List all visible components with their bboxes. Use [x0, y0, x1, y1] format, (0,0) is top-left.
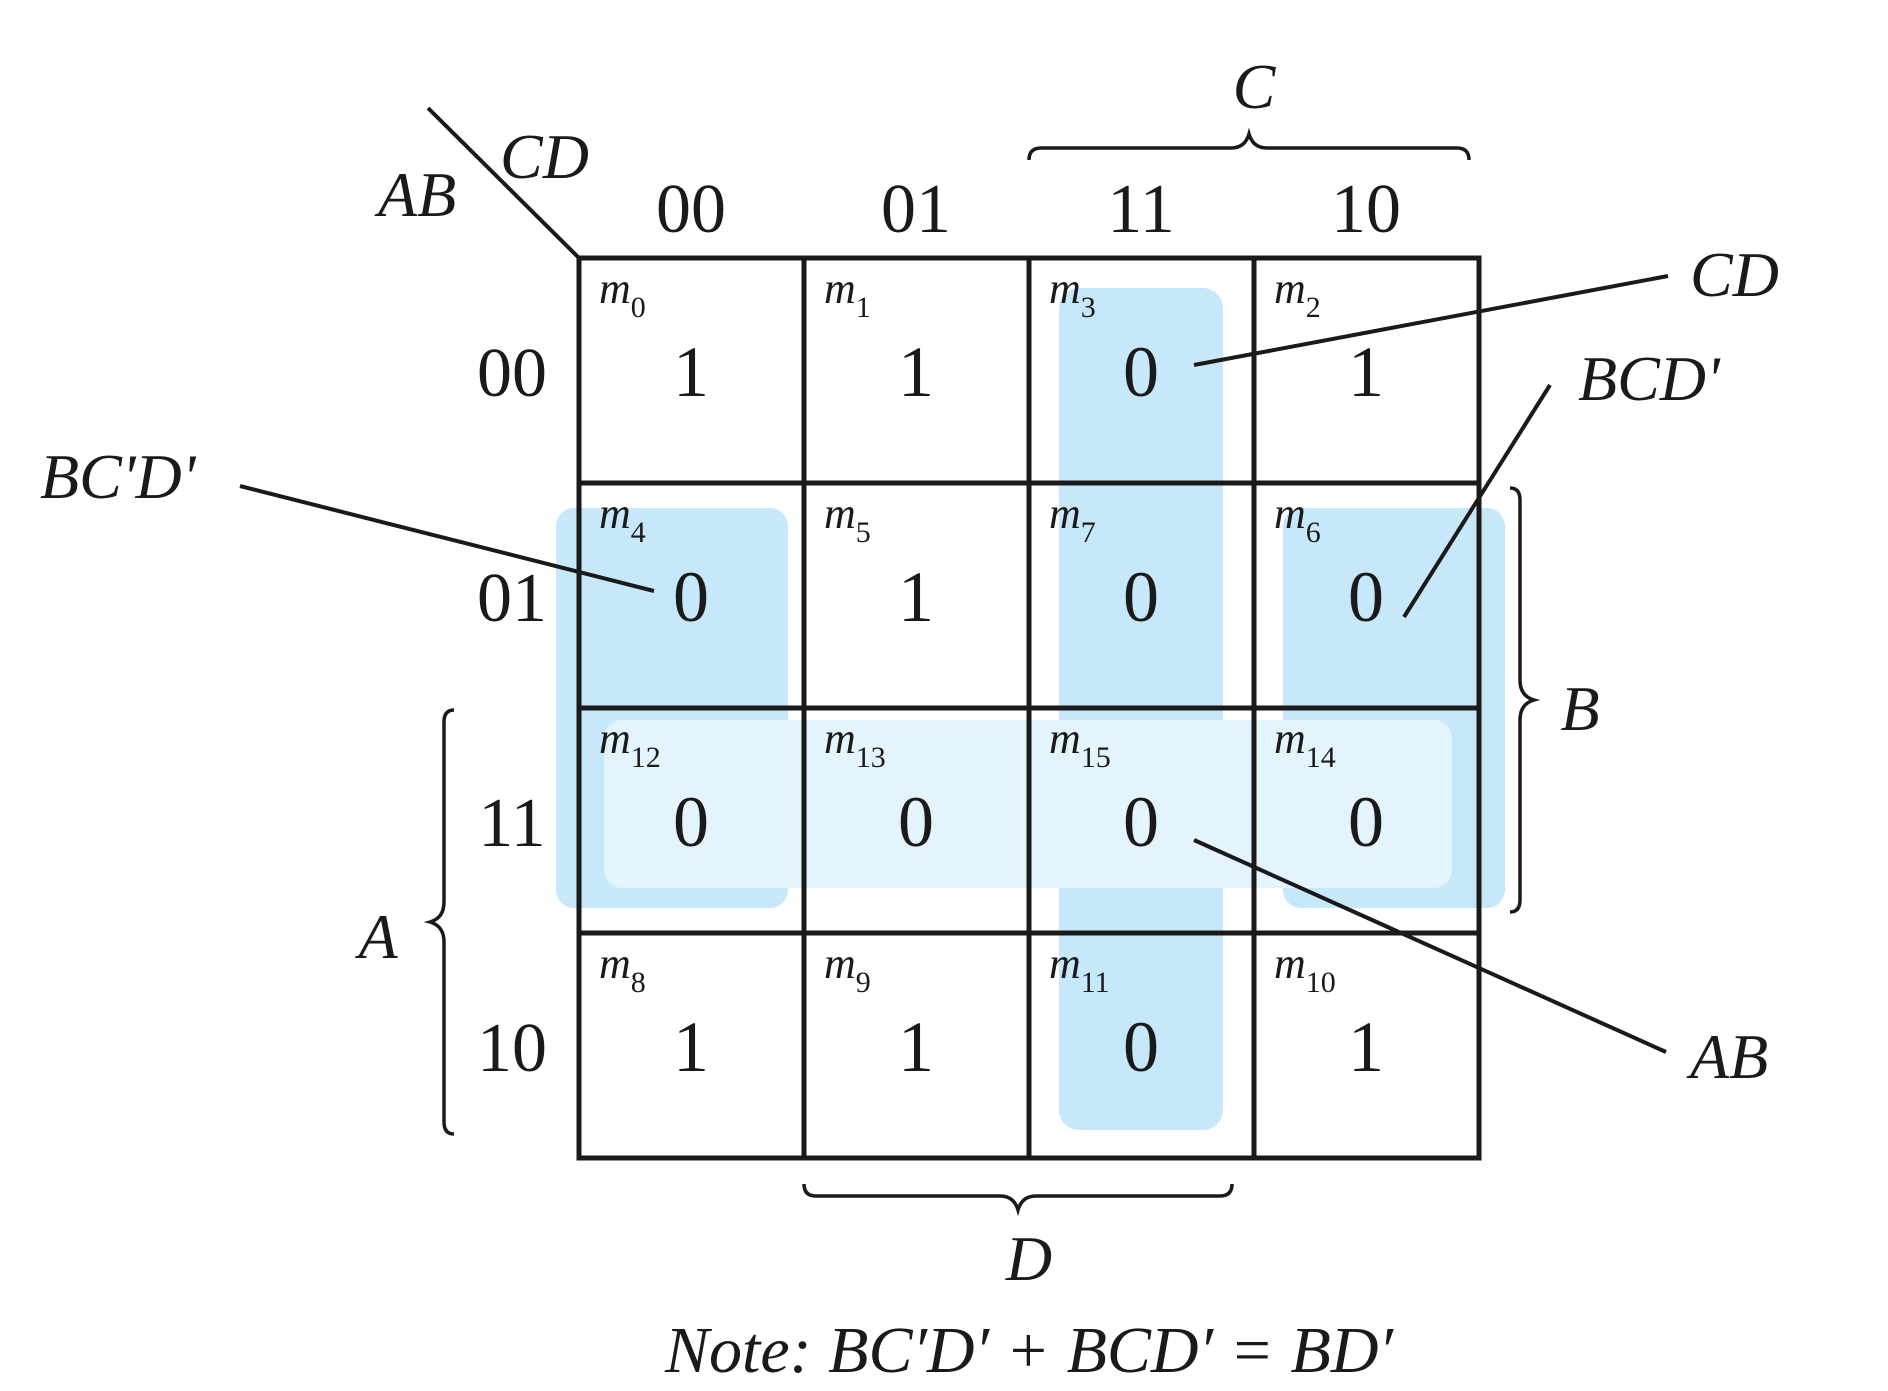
brace-label-b: B: [1560, 673, 1599, 744]
brace-label-c: C: [1233, 51, 1277, 122]
minterm-index: 3: [1081, 291, 1096, 324]
kmap-cell: m11: [824, 264, 934, 412]
minterm-index: 2: [1306, 291, 1321, 324]
cell-value: 0: [1123, 782, 1159, 862]
kmap-cell: m60: [1274, 489, 1384, 637]
cell-value: 0: [1123, 1007, 1159, 1087]
kmap-cell: m5 1: [824, 489, 934, 637]
cell-value: 1: [898, 557, 934, 637]
note-equation: Note: BC′D′ + BCD′ = BD′: [664, 1314, 1394, 1387]
row-header: 11: [478, 785, 545, 862]
brace-label-a: A: [354, 901, 398, 972]
row-header: 00: [477, 335, 547, 412]
pointer-bcd-prime: [1402, 383, 1552, 619]
minterm-label: m9: [824, 939, 871, 999]
corner-col-var: CD: [500, 121, 589, 192]
cell-value: 1: [1348, 332, 1384, 412]
group-label-bc-prime-d-prime: BC'D': [40, 441, 197, 512]
minterm-index: 13: [856, 741, 886, 774]
minterm-index: 8: [631, 966, 646, 999]
cell-value: 0: [673, 782, 709, 862]
cell-value: 1: [1348, 1007, 1384, 1087]
minterm-index: 12: [631, 741, 661, 774]
corner-diagonal: [426, 106, 581, 260]
cell-value: 0: [1348, 557, 1384, 637]
cell-value: 1: [898, 332, 934, 412]
cell-value: 0: [898, 782, 934, 862]
col-header: 01: [881, 171, 951, 248]
minterm-index: 14: [1306, 741, 1336, 774]
col-header: 00: [656, 171, 726, 248]
row-header: 10: [477, 1010, 547, 1087]
cell-value: 1: [898, 1007, 934, 1087]
minterm-label: m5: [824, 489, 871, 549]
brace-c: C: [1027, 51, 1471, 161]
col-header: 11: [1107, 171, 1174, 248]
minterm-index: 4: [631, 516, 646, 549]
col-header: 10: [1331, 171, 1401, 248]
minterm-index: 0: [631, 291, 646, 324]
minterm-index: 7: [1081, 516, 1096, 549]
pointer-cd: [1193, 274, 1669, 367]
brace-label-d: D: [1005, 1223, 1052, 1294]
kmap-grid: [576, 255, 1482, 1161]
group-label-cd: CD: [1690, 239, 1779, 310]
cell-value: 1: [673, 1007, 709, 1087]
pointer-bc-prime-d-prime: [239, 484, 655, 593]
brace-b: B: [1509, 486, 1600, 914]
minterm-label: m1: [824, 264, 871, 324]
brace-a: A: [354, 708, 455, 1136]
column-headers: 00 01 11 10: [656, 171, 1401, 248]
kmap-cell: m8 1: [599, 939, 709, 1087]
cell-value: 0: [673, 557, 709, 637]
minterm-index: 5: [856, 516, 871, 549]
kmap-cell: m9 1: [824, 939, 934, 1087]
cell-value: 0: [1123, 557, 1159, 637]
kmap-cell: m0 1: [599, 264, 709, 412]
minterm-index: 6: [1306, 516, 1321, 549]
minterm-label: m2: [1274, 264, 1321, 324]
group-annotations: CD BCD' BC'D' AB: [40, 239, 1779, 1092]
brace-d: D: [802, 1183, 1234, 1294]
group-label-ab: AB: [1686, 1021, 1768, 1092]
group-label-bcd-prime: BCD': [1578, 343, 1721, 414]
corner-row-var: AB: [374, 159, 456, 230]
minterm-index: 1: [856, 291, 871, 324]
cell-value: 0: [1123, 332, 1159, 412]
minterm-index: 9: [856, 966, 871, 999]
row-header: 01: [477, 560, 547, 637]
minterm-index: 10: [1306, 966, 1336, 999]
pointer-ab: [1193, 838, 1667, 1054]
cell-value: 1: [673, 332, 709, 412]
cell-value: 0: [1348, 782, 1384, 862]
row-headers: 00 01 11 10: [477, 335, 547, 1087]
minterm-label: m8: [599, 939, 646, 999]
minterm-index: 15: [1081, 741, 1111, 774]
minterm-label: m0: [599, 264, 646, 324]
minterm-index: 11: [1081, 966, 1110, 999]
minterm-label: m10: [1274, 939, 1336, 999]
